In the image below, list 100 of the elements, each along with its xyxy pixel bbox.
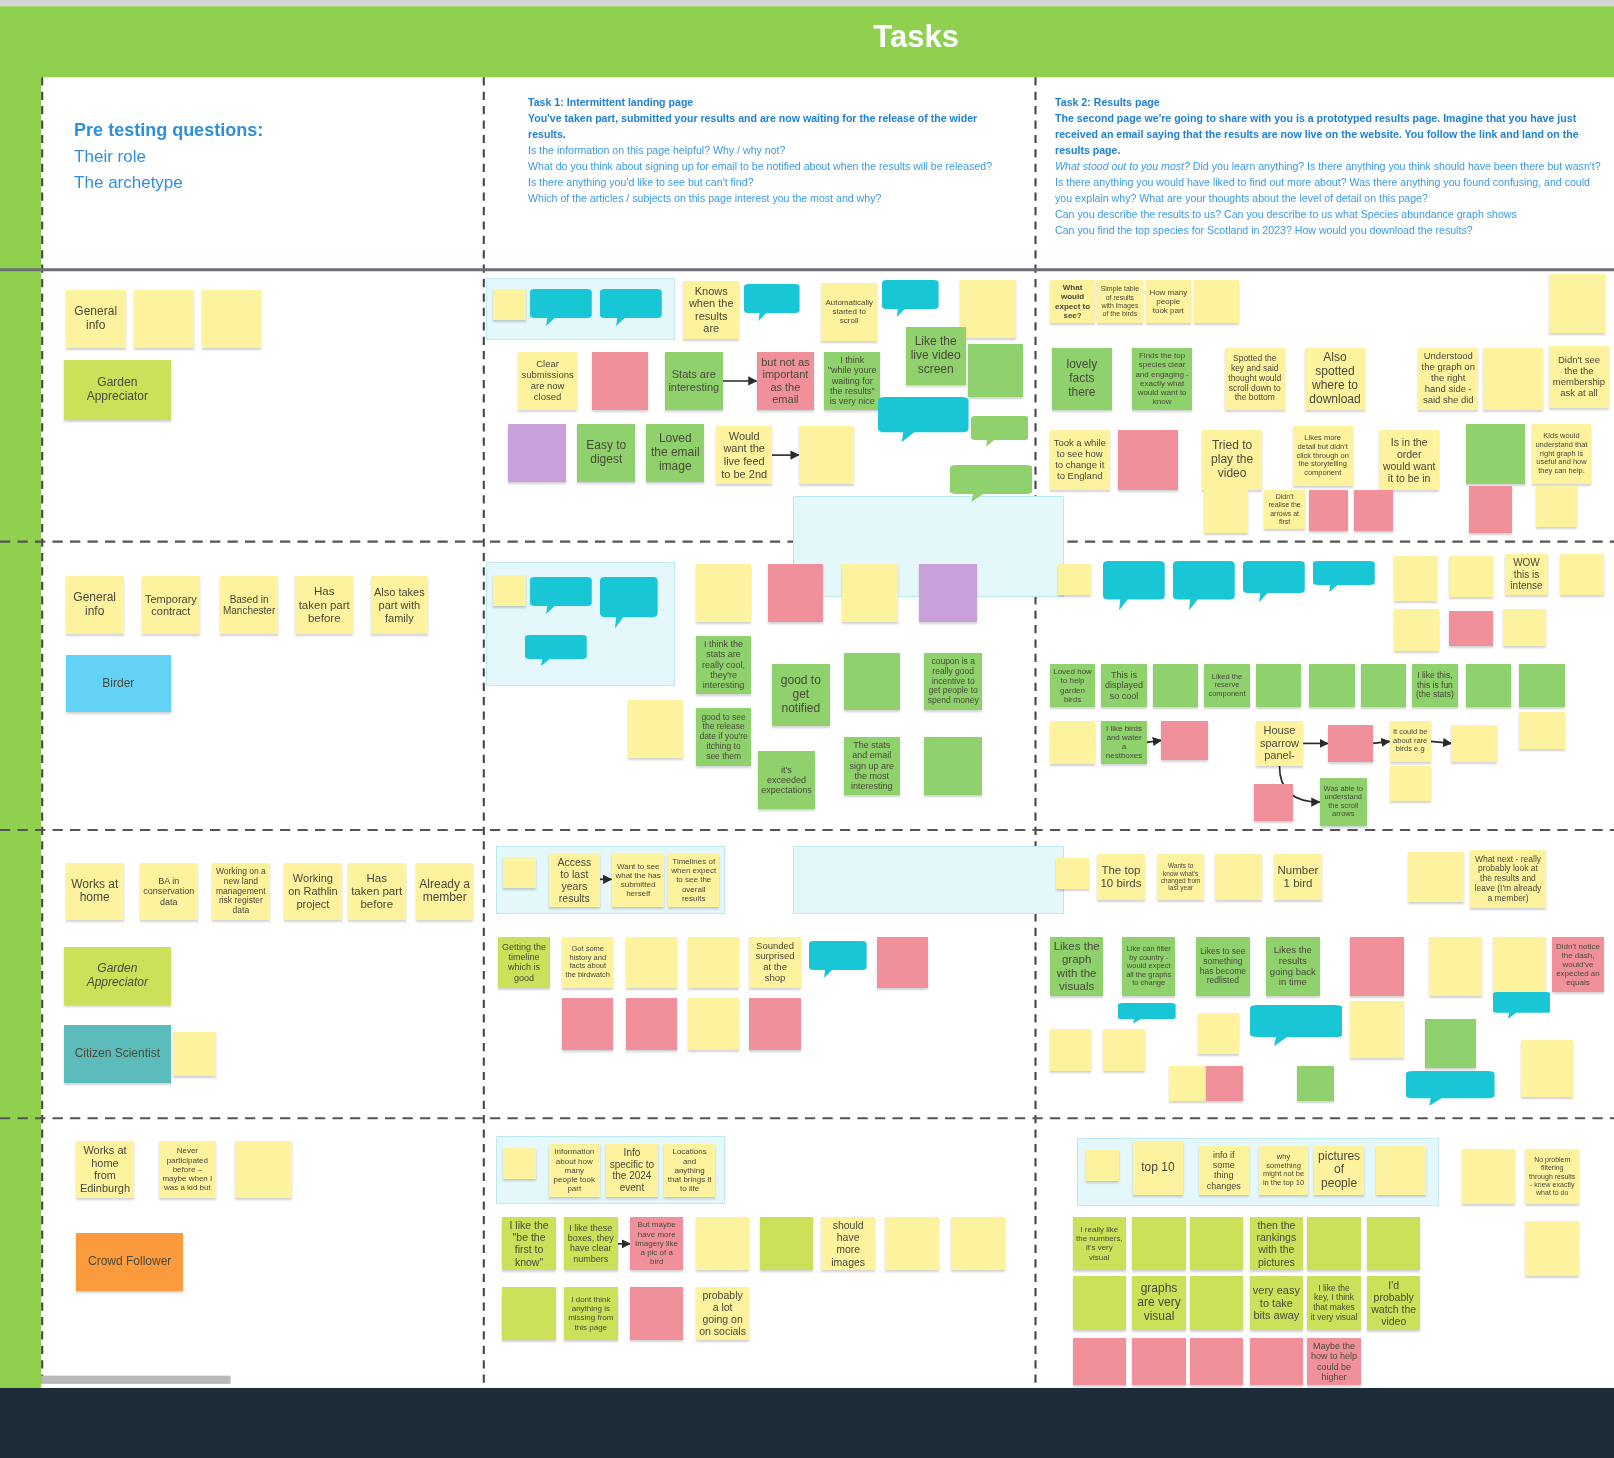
note-text: I like birds and water a nestboxes bbox=[1104, 723, 1144, 761]
note-text: Garden Appreciator bbox=[85, 376, 149, 404]
arrow bbox=[598, 874, 613, 884]
sticky-note bbox=[502, 1216, 556, 1271]
sticky-note bbox=[1072, 1216, 1127, 1271]
note-text: Getting the timeline which is good bbox=[501, 941, 547, 984]
speech-bubble bbox=[1103, 561, 1166, 611]
note-text: good to see the release date if you're itching to see them bbox=[698, 712, 749, 762]
sticky-note bbox=[687, 998, 740, 1050]
sticky-note bbox=[625, 998, 678, 1050]
note-text: should have more images bbox=[830, 1219, 867, 1268]
sticky-note bbox=[1202, 430, 1262, 490]
sticky-note bbox=[1085, 1149, 1119, 1181]
question-text: Task 1: Intermittent landing page bbox=[528, 94, 695, 110]
sticky-note bbox=[1502, 609, 1547, 647]
sticky-note bbox=[1307, 1216, 1361, 1271]
speech-bubble bbox=[878, 397, 969, 443]
note-text: Info specific to the 2024 event bbox=[609, 1147, 655, 1194]
sticky-note bbox=[625, 936, 678, 989]
note-text: Locations and anything that brings it to life bbox=[666, 1147, 713, 1194]
sticky-note bbox=[1531, 424, 1592, 484]
note-text: info if some thing changes bbox=[1205, 1149, 1242, 1191]
sticky-note bbox=[1072, 1338, 1127, 1386]
question-text: The second page we're going to share with you is a prototyped results page. Imagine that you have just received an email saying that the results are now live on the website. You follow the link and land on the results page. bbox=[1055, 110, 1580, 158]
sticky-note bbox=[1350, 936, 1404, 997]
sticky-note bbox=[1309, 489, 1349, 532]
sticky-note bbox=[172, 1032, 217, 1076]
note-text: I like the "be the first to know" bbox=[508, 1219, 550, 1268]
arrow bbox=[1145, 736, 1162, 747]
sticky-note bbox=[1274, 854, 1322, 900]
sticky-note bbox=[1051, 347, 1112, 410]
sticky-note bbox=[877, 936, 929, 989]
note-text: very easy to take bits away bbox=[1252, 1284, 1301, 1323]
note-text: I like the key, I think that makes it very visual bbox=[1310, 1283, 1358, 1323]
sticky-note bbox=[1198, 1012, 1240, 1055]
sticky-note bbox=[924, 737, 982, 795]
question-text: Which of the articles / subjects on this page interest you the most and why? bbox=[528, 190, 883, 206]
sticky-note bbox=[1194, 279, 1240, 324]
sticky-note bbox=[1525, 1148, 1579, 1205]
note-text: Didn't notice the dash, would've expected an equals bbox=[1555, 941, 1601, 988]
sticky-note bbox=[1097, 279, 1143, 324]
sticky-note bbox=[1483, 347, 1543, 410]
sticky-note bbox=[905, 327, 966, 385]
sticky-note bbox=[1560, 553, 1604, 595]
group-panel bbox=[485, 562, 676, 686]
sticky-note bbox=[220, 576, 278, 635]
sticky-note bbox=[695, 1216, 750, 1271]
arrow bbox=[721, 376, 758, 386]
sticky-note bbox=[646, 424, 705, 482]
sticky-note bbox=[1101, 663, 1147, 708]
sticky-note bbox=[284, 862, 342, 921]
speech-bubble bbox=[1492, 992, 1551, 1019]
sticky-note bbox=[844, 652, 900, 711]
sticky-note bbox=[1199, 1145, 1249, 1195]
speech-bubble bbox=[1173, 561, 1236, 611]
sticky-note bbox=[749, 998, 801, 1050]
sticky-note bbox=[1121, 936, 1176, 997]
note-text: but not as important as the email bbox=[760, 355, 811, 407]
sticky-note bbox=[687, 936, 740, 989]
sticky-note bbox=[1393, 609, 1439, 651]
note-text: graphs are very visual bbox=[1136, 1282, 1182, 1324]
sticky-note bbox=[1549, 345, 1609, 408]
note-text: Number 1 bird bbox=[1277, 863, 1319, 891]
note-text: top 10 bbox=[1141, 1161, 1175, 1176]
note-text: WOW this is intense bbox=[1509, 557, 1544, 592]
speech-bubble bbox=[530, 289, 592, 327]
sticky-note bbox=[1389, 765, 1431, 801]
note-text: Like the live video screen bbox=[909, 335, 962, 377]
sticky-note bbox=[1072, 1276, 1127, 1330]
sticky-note bbox=[1169, 1066, 1207, 1102]
sticky-note bbox=[885, 1216, 939, 1271]
note-text: Spotted the key and said thought would scroll down to the bottom bbox=[1227, 354, 1282, 404]
sticky-note bbox=[158, 1140, 217, 1199]
sticky-note bbox=[1360, 663, 1407, 708]
group-panel bbox=[485, 277, 676, 340]
speech-bubble bbox=[600, 577, 658, 629]
note-text: Temporary contract bbox=[144, 592, 197, 618]
sticky-note bbox=[1296, 1066, 1334, 1102]
sticky-note bbox=[919, 564, 977, 622]
sticky-note bbox=[591, 352, 649, 410]
question-text: Can you describe the results to us? Can you describe to us what Species abundance graph shows bbox=[1055, 206, 1518, 222]
note-text: I like this, this is fun (the stats) bbox=[1415, 670, 1455, 701]
persona-card bbox=[63, 947, 171, 1005]
note-text: Knows when the results are bbox=[687, 284, 735, 336]
speech-bubble bbox=[744, 284, 800, 322]
note-text: What next - really probably look at the results and leave (I'm already a member) bbox=[1473, 854, 1543, 904]
sticky-note bbox=[1519, 712, 1565, 750]
arrow bbox=[1278, 765, 1321, 807]
note-text: But maybe have more imagery like a pic of a bird bbox=[634, 1220, 680, 1267]
sticky-note bbox=[1049, 720, 1096, 764]
sticky-note bbox=[234, 1140, 293, 1199]
sticky-note bbox=[1249, 1338, 1304, 1386]
sticky-note bbox=[508, 424, 567, 482]
sticky-note bbox=[1428, 936, 1483, 997]
arrow bbox=[1302, 738, 1329, 749]
note-text: Access to last years results bbox=[556, 855, 593, 905]
sticky-note bbox=[1412, 663, 1458, 708]
sticky-note bbox=[1451, 724, 1497, 762]
sticky-note bbox=[1307, 1276, 1361, 1330]
sticky-note bbox=[577, 424, 636, 482]
